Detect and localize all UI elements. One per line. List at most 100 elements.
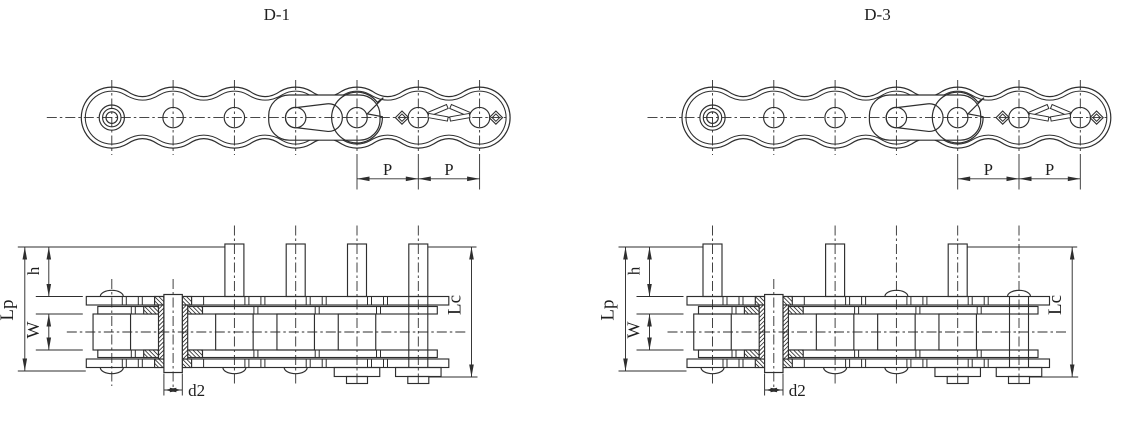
hatch-line	[783, 300, 788, 305]
cotter-leg	[427, 112, 449, 122]
hatch-line	[205, 350, 213, 358]
hatch-line	[158, 311, 164, 319]
hatch-line	[218, 305, 272, 359]
hatch-line	[188, 306, 197, 314]
pitch-label: P	[383, 160, 392, 179]
dim-w-head	[647, 337, 652, 350]
hatch-line	[188, 350, 197, 358]
hatch-line	[154, 362, 160, 368]
hatch-line	[144, 350, 153, 358]
hatch-line	[210, 307, 218, 315]
hatch-line	[195, 359, 204, 368]
hatch-line	[783, 311, 789, 319]
hatch-line	[200, 306, 203, 309]
lp-label: Lp	[0, 299, 18, 320]
hatch-line	[755, 362, 760, 368]
cotter-leg	[1028, 112, 1050, 122]
chain-outline-outer	[80, 86, 511, 149]
dim-h-head	[46, 247, 52, 260]
dim-lp-head	[623, 358, 628, 371]
hatch-line	[152, 306, 159, 313]
hatch-line	[759, 311, 765, 319]
sectioned-plate-hatch	[755, 296, 765, 305]
hatch-line	[158, 345, 164, 352]
hatch-line	[143, 309, 149, 314]
hatch-line	[152, 350, 159, 357]
hatch-line	[182, 296, 192, 305]
hatch-line	[797, 306, 804, 313]
hatch-line	[759, 345, 765, 352]
pin-section	[143, 293, 272, 374]
dim-w-head	[46, 337, 52, 350]
side-view	[667, 225, 1069, 389]
hatch-line	[755, 304, 756, 305]
inner-plate-band-top	[97, 305, 438, 315]
hatch-line	[192, 306, 201, 314]
pin-circle	[706, 111, 719, 124]
outer-plate-band-bottom	[686, 358, 1051, 369]
hatch-line	[200, 350, 203, 352]
pin-circle	[946, 106, 969, 129]
cotter-leg	[426, 103, 449, 118]
hatch-line	[786, 359, 793, 365]
dim-w-head	[647, 314, 652, 327]
hatch-line	[788, 306, 798, 314]
lc-label: Lc	[1045, 295, 1066, 315]
hatch-line	[801, 350, 804, 352]
pitch-dim-line-head	[418, 176, 431, 182]
cotter-head-diamond-inner	[491, 113, 501, 123]
hatch-line	[205, 305, 259, 359]
hatch-line	[810, 350, 818, 358]
pitch-dim-line-head	[1067, 176, 1081, 182]
w-label: W	[624, 322, 644, 339]
pin-circle	[346, 106, 368, 129]
cotter-head-diamond-inner	[998, 113, 1008, 123]
hatch-line	[755, 296, 765, 305]
hatch-line	[783, 359, 792, 368]
cotter-head-diamond-inner	[397, 113, 407, 123]
pitch-dim-line-head	[357, 176, 370, 182]
hatch-line	[186, 359, 192, 365]
hatch-line	[749, 306, 758, 314]
w-label: W	[23, 322, 43, 339]
hatch-line	[182, 359, 192, 368]
sectioned-plate-hatch	[182, 359, 204, 368]
dim-h-head	[46, 284, 52, 297]
dim-lp-head	[22, 247, 28, 260]
hatch-line	[182, 349, 188, 357]
dim-lc-head	[469, 364, 474, 377]
dim-lc-head	[469, 247, 474, 260]
sectioned-plate-hatch	[783, 359, 793, 368]
spring-clip-outline	[331, 91, 384, 144]
pin-circle	[284, 106, 307, 129]
hatch-line	[200, 305, 254, 359]
hatch-line	[186, 296, 192, 303]
hatch-line	[744, 352, 749, 358]
hatch-line	[788, 350, 798, 358]
pitch-label: P	[984, 160, 993, 179]
outer-plate-band-top	[85, 295, 450, 306]
chain-outline-outer	[681, 86, 1112, 149]
cotter-leg	[449, 112, 471, 122]
hatch-line	[783, 296, 792, 305]
cotter-head-diamond	[394, 110, 410, 125]
hatch-line	[148, 350, 157, 358]
d2-label: d2	[188, 381, 205, 400]
cotter-leg	[1049, 112, 1072, 122]
inner-plate-band-top	[697, 305, 1039, 315]
pin-circle	[162, 106, 184, 129]
hatch-line	[753, 350, 760, 357]
pin-circle	[105, 111, 119, 124]
hatch-line	[797, 350, 804, 357]
sectioned-plate-hatch	[154, 296, 164, 305]
cotter-head-diamond	[488, 110, 504, 125]
hatch-line	[755, 300, 760, 305]
inner-plate-band-bottom	[97, 349, 438, 359]
hatch-line	[196, 306, 203, 313]
hatch-line	[805, 305, 859, 359]
